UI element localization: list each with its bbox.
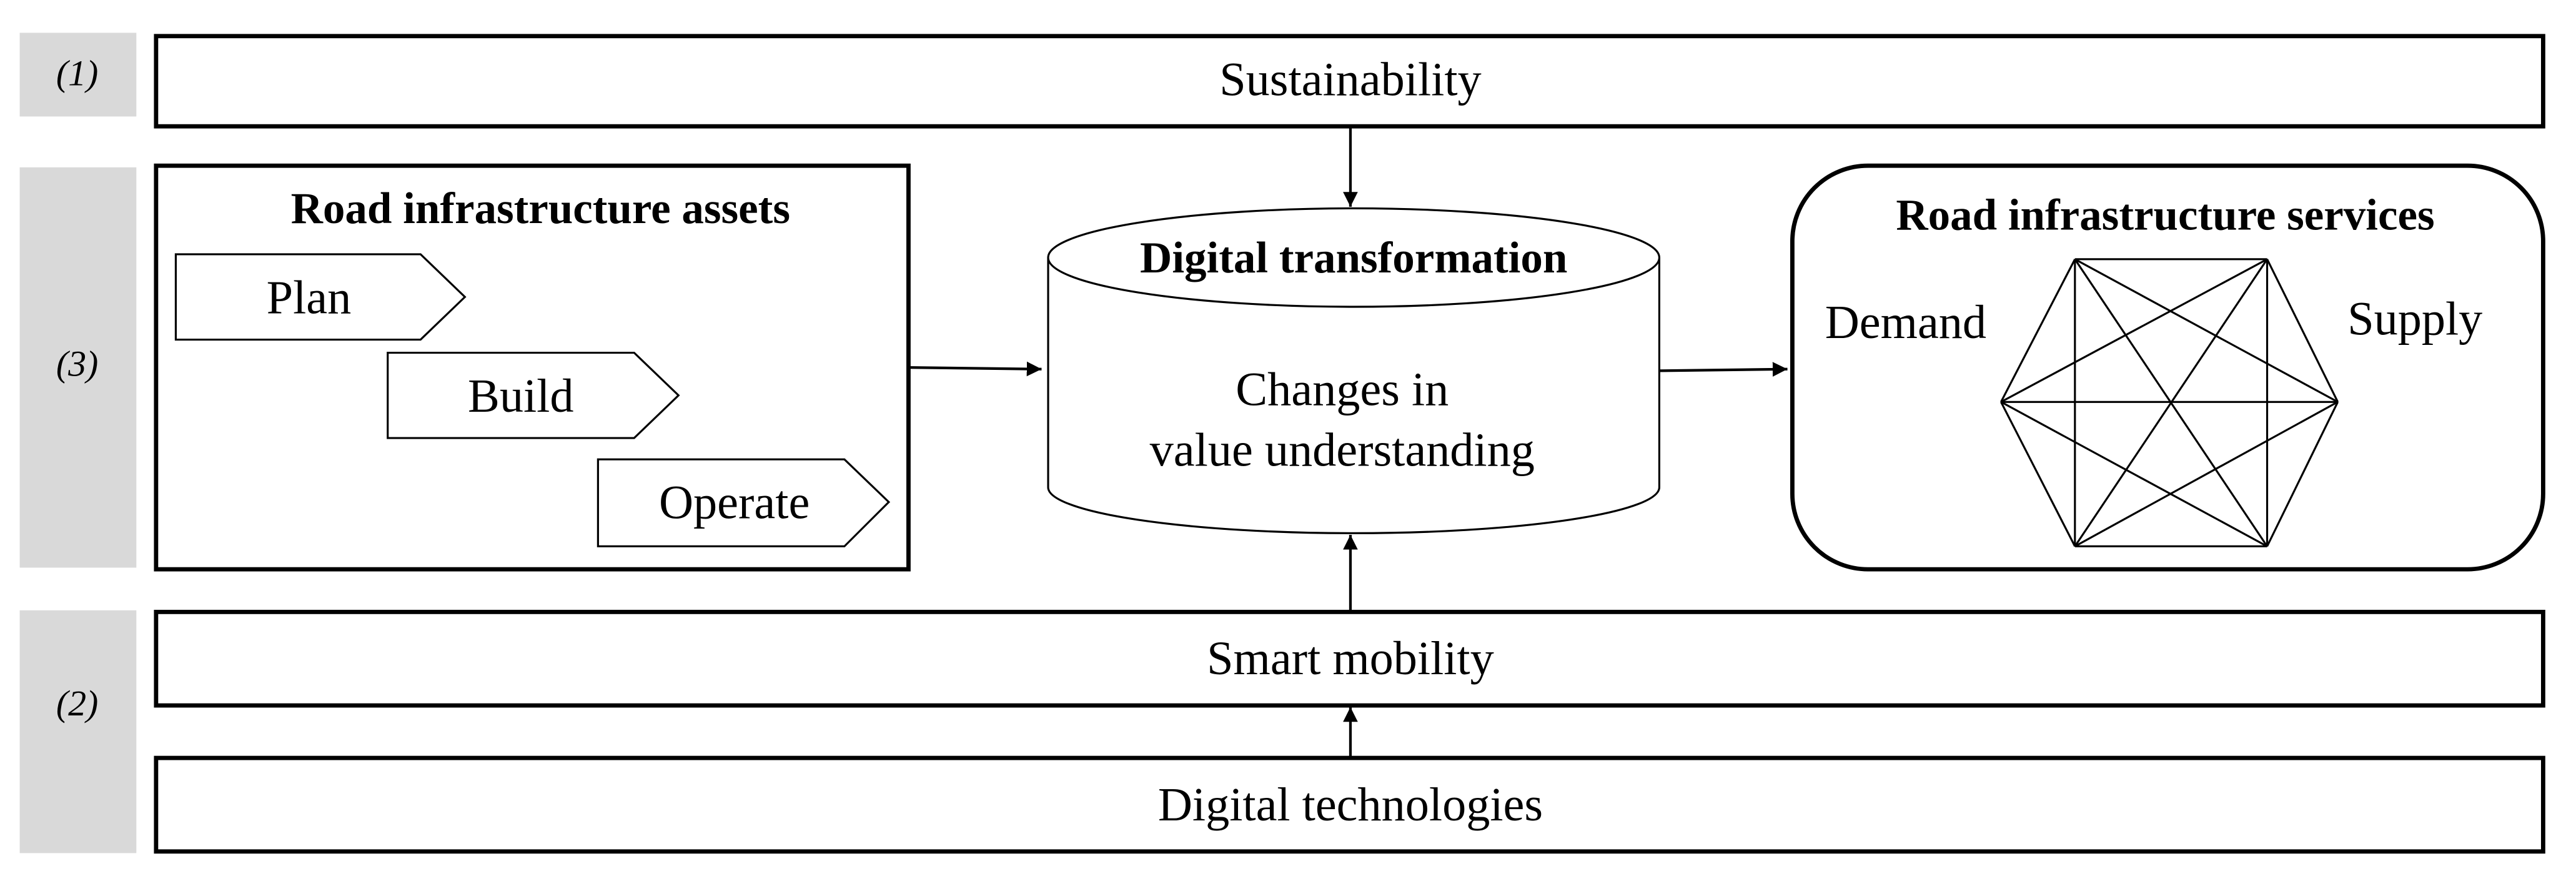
phase-label: Operate bbox=[659, 477, 810, 529]
side-label-text: (1) bbox=[56, 53, 98, 94]
digital-technologies-band: Digital technologies bbox=[154, 755, 2545, 854]
road-infrastructure-assets-box: Road infrastructure assets Plan Build Op… bbox=[154, 163, 911, 572]
phase-build-chevron: Build bbox=[387, 351, 680, 439]
sustainability-band: Sustainability bbox=[154, 34, 2545, 129]
digital-technologies-label: Digital technologies bbox=[1158, 779, 1543, 831]
phase-label: Plan bbox=[267, 272, 352, 324]
sustainability-label: Sustainability bbox=[1219, 53, 1481, 106]
supply-label: Supply bbox=[2347, 293, 2482, 346]
side-label-layer-3: (3) bbox=[19, 167, 137, 568]
side-label-layer-1: (1) bbox=[19, 32, 137, 117]
side-label-text: (3) bbox=[56, 343, 98, 384]
demand-label: Demand bbox=[1825, 296, 1986, 349]
transformation-line-2: value understanding bbox=[1150, 424, 1535, 477]
side-label-layer-2: (2) bbox=[19, 610, 137, 854]
phase-label: Build bbox=[468, 370, 573, 422]
digital-transformation-cylinder: Digital transformation Changes in value … bbox=[1047, 207, 1660, 534]
arrow-right-icon bbox=[908, 361, 1042, 377]
arrow-right-icon bbox=[1659, 362, 1788, 377]
road-infrastructure-services-box: Road infrastructure services Demand Supp… bbox=[1790, 163, 2545, 572]
smart-mobility-label: Smart mobility bbox=[1207, 632, 1494, 685]
side-label-text: (2) bbox=[56, 683, 98, 724]
transformation-title: Digital transformation bbox=[1140, 234, 1567, 282]
services-title: Road infrastructure services bbox=[1896, 191, 2434, 240]
complete-graph-network-icon bbox=[2000, 258, 2339, 547]
smart-mobility-band: Smart mobility bbox=[154, 609, 2545, 708]
phase-operate-chevron: Operate bbox=[597, 458, 891, 547]
transformation-line-1: Changes in bbox=[1236, 364, 1449, 416]
phase-plan-chevron: Plan bbox=[174, 253, 467, 341]
assets-title: Road infrastructure assets bbox=[291, 184, 790, 233]
